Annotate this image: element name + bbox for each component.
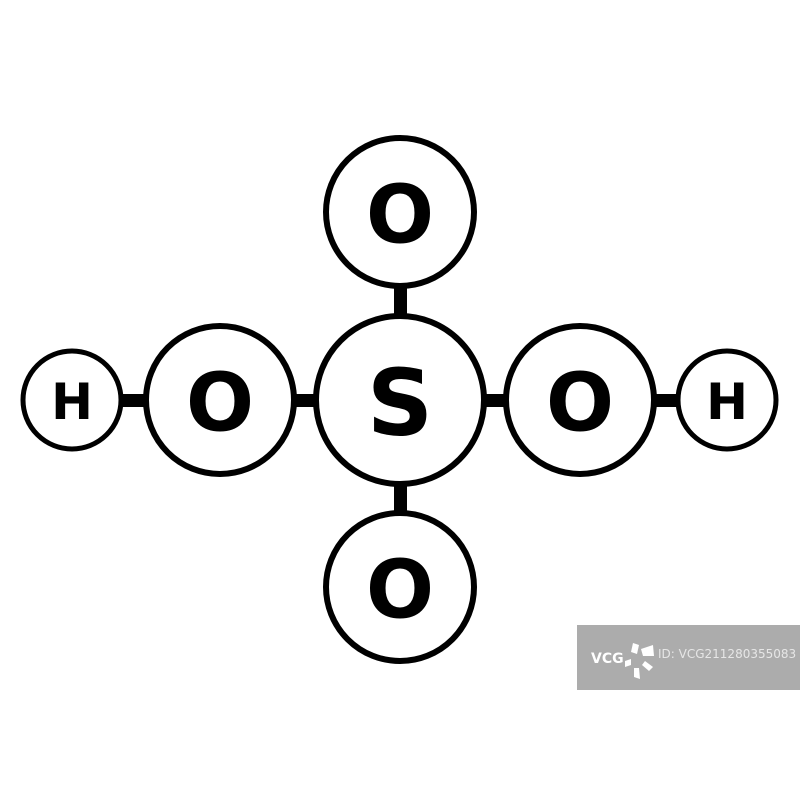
bonds [119, 284, 680, 515]
watermark-id: ID: VCG211280355083 [658, 647, 797, 661]
atom-o-left: O [143, 323, 297, 477]
watermark-brand: VCG [591, 651, 624, 667]
bond-o-h-right [652, 394, 680, 407]
atom-label-h-right: H [706, 373, 748, 431]
atom-label-s: S [367, 350, 433, 457]
atom-label-o-bottom: O [366, 544, 434, 637]
atom-s: S [313, 313, 487, 487]
vcg-logo: VCG [591, 641, 659, 679]
atom-label-h-left: H [51, 373, 93, 431]
bond-s-o-left [292, 394, 316, 407]
bond-s-o-bottom [394, 482, 407, 515]
atom-h-left: H [20, 348, 124, 452]
atom-label-o-right: O [546, 357, 614, 450]
vcg-burst-icon [625, 643, 654, 679]
bond-s-o-right [484, 394, 508, 407]
atom-o-right: O [503, 323, 657, 477]
atom-h-right: H [675, 348, 779, 452]
atom-o-top: O [323, 135, 477, 289]
bond-o-h-left [119, 394, 149, 407]
atom-label-o-left: O [186, 357, 254, 450]
watermark: VCG ID: VCG211280355083 [577, 625, 800, 690]
bond-s-o-top [394, 284, 407, 318]
atom-label-o-top: O [366, 169, 434, 262]
atom-o-bottom: O [323, 510, 477, 664]
